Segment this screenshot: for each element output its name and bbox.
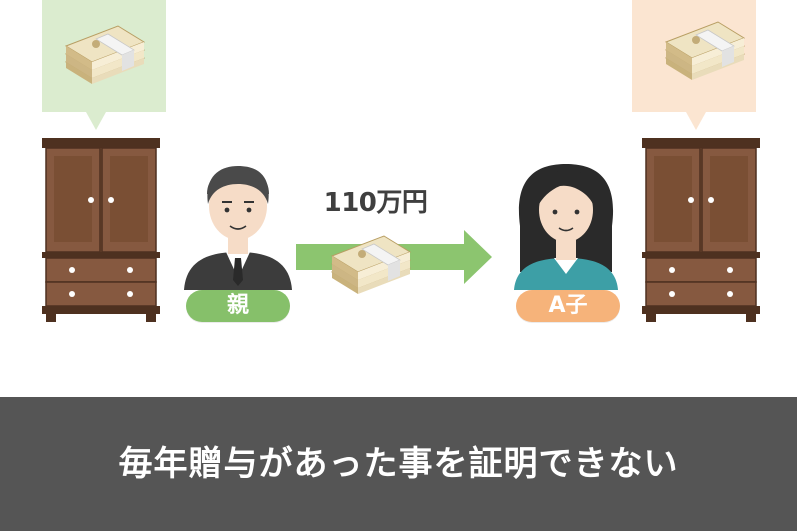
father-icon: [184, 166, 292, 290]
parent-label: 親: [186, 290, 290, 322]
bottom-banner: 毎年贈与があった事を証明できない: [0, 397, 797, 531]
wardrobe-icon: [41, 137, 161, 323]
left-bubble-tail: [86, 112, 106, 130]
child-label: A子: [516, 290, 620, 322]
cash-stack-icon: [665, 21, 745, 81]
daughter-icon: [514, 164, 618, 290]
wardrobe-icon: [641, 137, 761, 323]
cash-stack-icon: [65, 25, 145, 85]
diagram-canvas: [41, 21, 761, 323]
transfer-amount: 110万円: [323, 188, 428, 218]
right-bubble-tail: [686, 112, 706, 130]
